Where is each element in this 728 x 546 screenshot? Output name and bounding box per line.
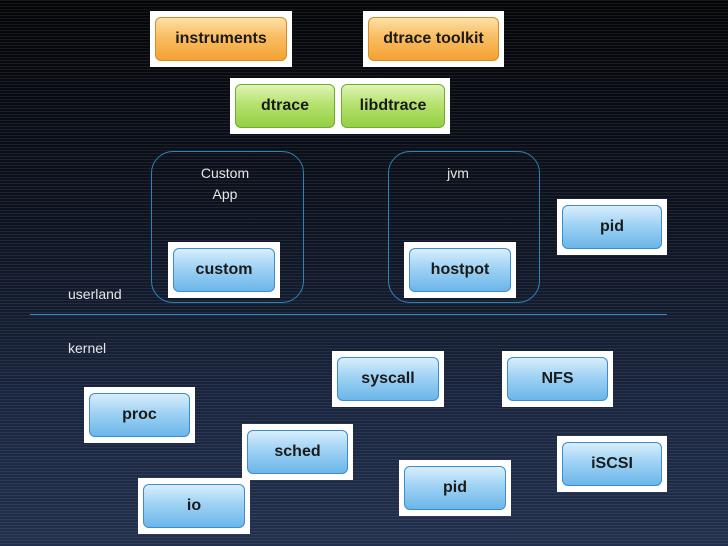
sched-provider[interactable]: sched [247, 430, 348, 474]
instruments-frame: instruments [150, 11, 292, 67]
io-provider[interactable]: io [143, 484, 245, 528]
nfs-frame: NFS [502, 351, 613, 407]
dtrace-libdtrace-frame: dtrace libdtrace [230, 78, 450, 134]
pid-kernel-provider[interactable]: pid [404, 466, 506, 510]
dtrace-toolkit-box[interactable]: dtrace toolkit [368, 17, 499, 61]
proc-provider[interactable]: proc [89, 393, 190, 437]
hostpot-frame: hostpot [404, 242, 516, 298]
kernel-label: kernel [68, 340, 107, 356]
syscall-frame: syscall [332, 351, 444, 407]
instruments-box[interactable]: instruments [155, 17, 287, 61]
custom-app-group [151, 151, 304, 303]
io-frame: io [138, 478, 250, 534]
pid-user-frame: pid [557, 199, 667, 255]
dtrace-box[interactable]: dtrace [235, 84, 335, 128]
custom-app-label: Custom App [200, 165, 250, 202]
sched-frame: sched [242, 424, 353, 480]
syscall-provider[interactable]: syscall [337, 357, 439, 401]
iscsi-frame: iSCSI [557, 436, 667, 492]
jvm-group [388, 151, 540, 303]
userland-label: userland [68, 286, 122, 302]
iscsi-provider[interactable]: iSCSI [562, 442, 662, 486]
jvm-label: jvm [447, 165, 469, 181]
custom-frame: custom [168, 242, 280, 298]
pid-kernel-frame: pid [399, 460, 511, 516]
custom-provider[interactable]: custom [173, 248, 275, 292]
hostpot-provider[interactable]: hostpot [409, 248, 511, 292]
pid-user-provider[interactable]: pid [562, 205, 662, 249]
nfs-provider[interactable]: NFS [507, 357, 608, 401]
libdtrace-box[interactable]: libdtrace [341, 84, 445, 128]
userland-kernel-divider [30, 314, 667, 315]
proc-frame: proc [84, 387, 195, 443]
dtrace-toolkit-frame: dtrace toolkit [363, 11, 504, 67]
